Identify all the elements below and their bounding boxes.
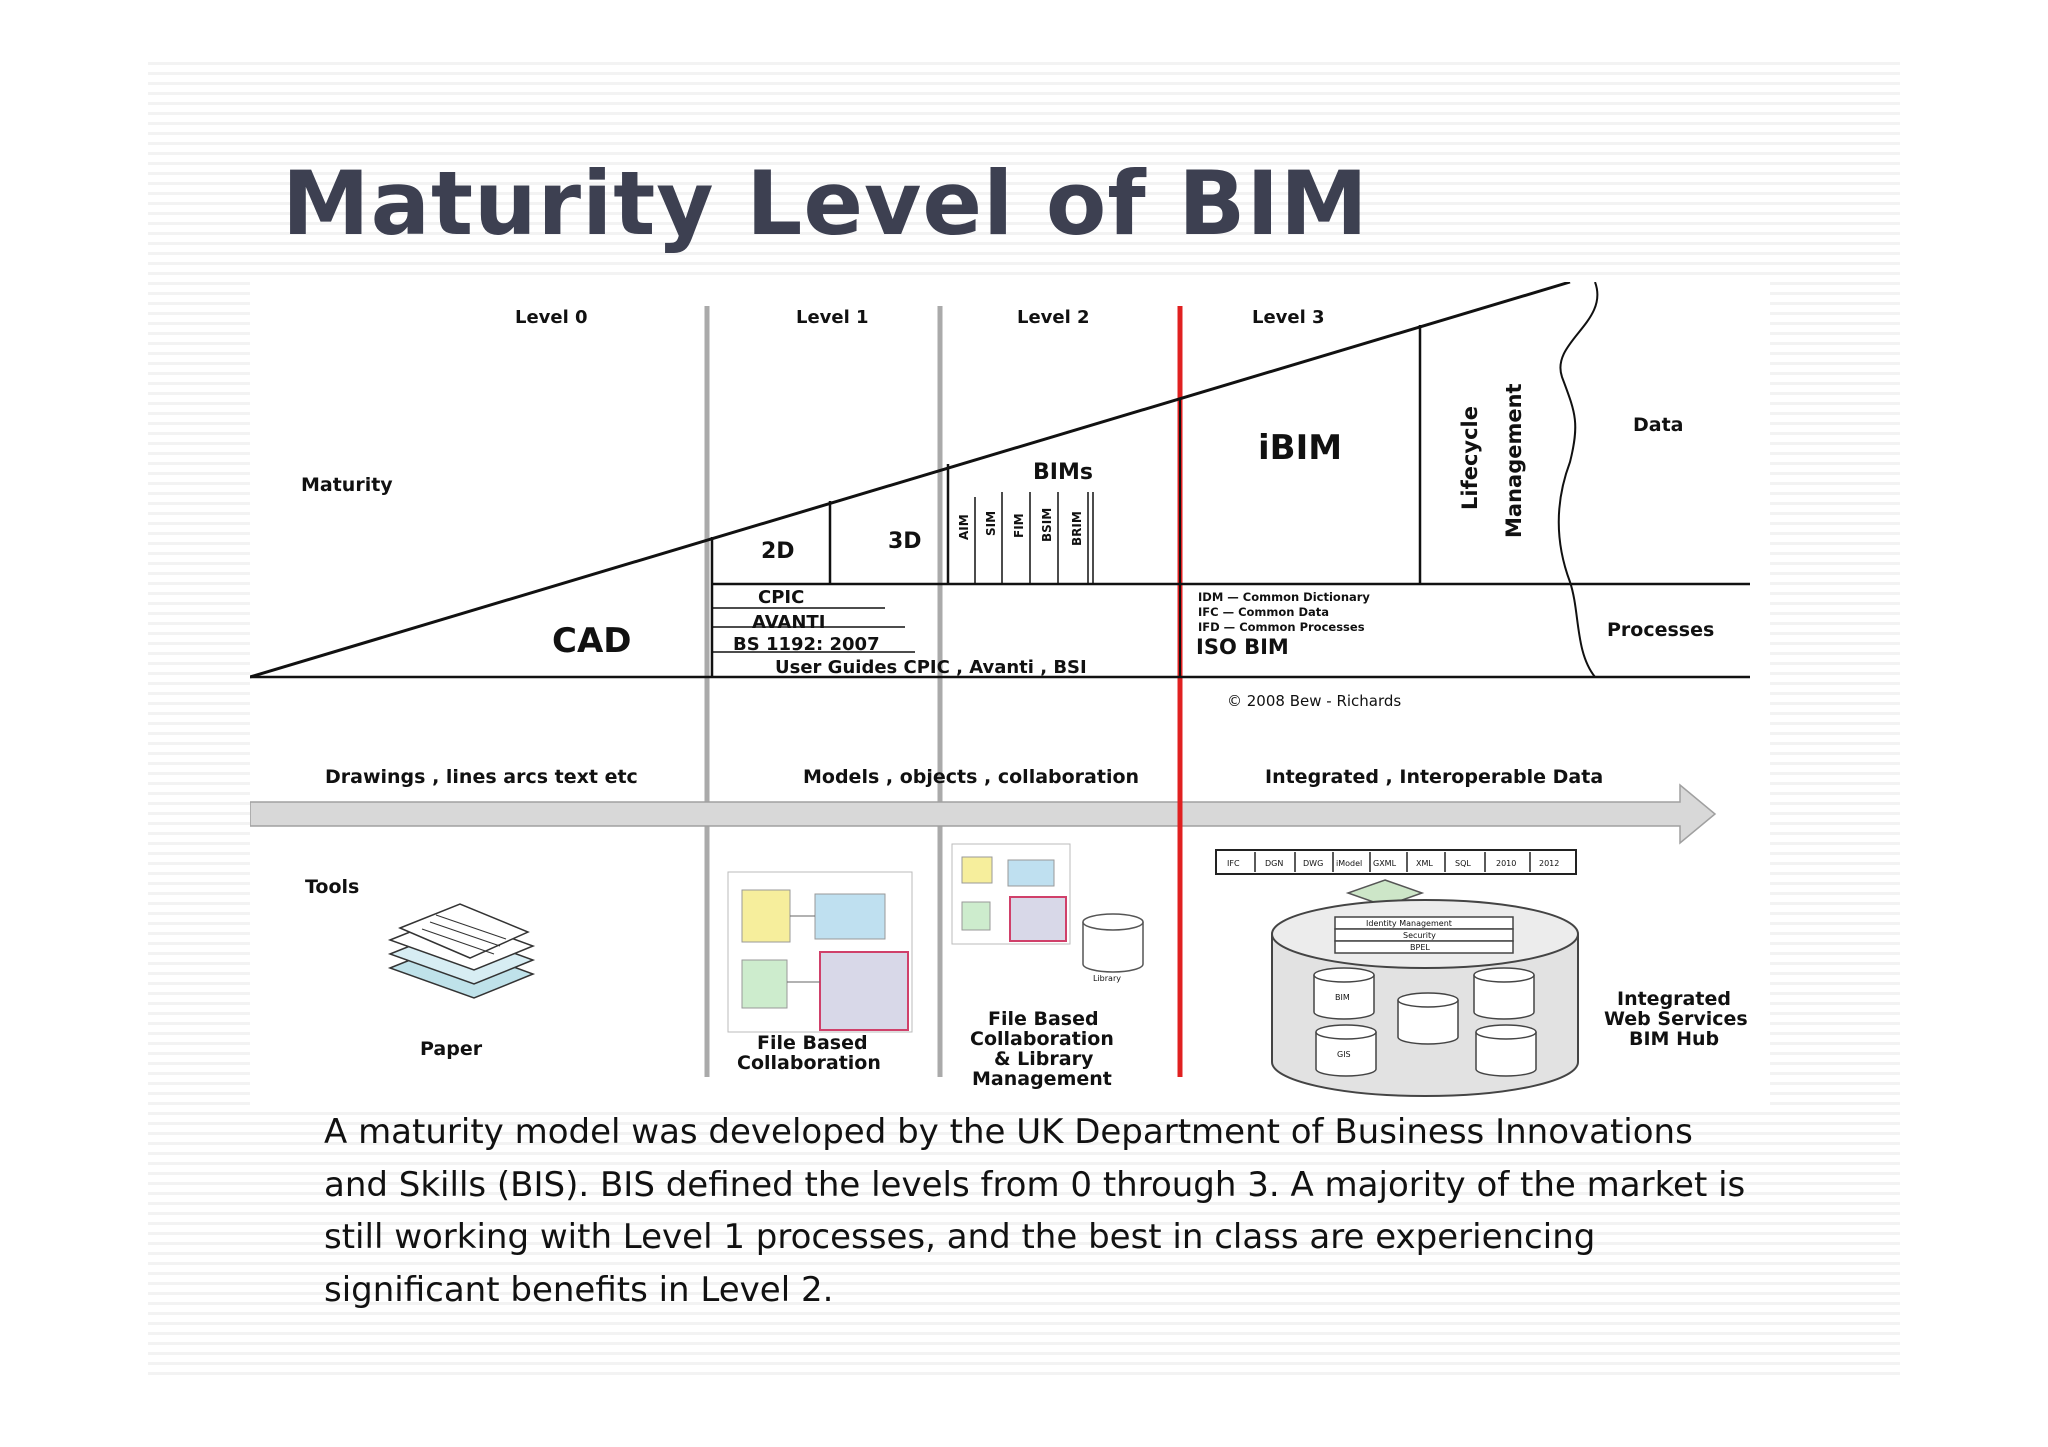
arrow-label-integrated: Integrated , Interoperable Data (1265, 766, 1603, 788)
format-2010: 2010 (1496, 859, 1516, 868)
bim-type-brim: BRIM (1070, 511, 1084, 546)
standard-ifd: IFD — Common Processes (1198, 620, 1365, 634)
library-label: Library (1093, 974, 1121, 983)
stage-2d: 2D (761, 539, 795, 564)
caption-line-2: and Skills (BIS). BIS defined the levels… (324, 1164, 1746, 1205)
file-collaboration-thumbnail (727, 871, 913, 1033)
standard-idm: IDM — Common Dictionary (1198, 590, 1370, 604)
file-library-line-1: File Based (988, 1008, 1099, 1030)
hub-db-bim: BIM (1335, 993, 1350, 1002)
iso-bim: ISO BIM (1196, 635, 1289, 659)
format-dgn: DGN (1265, 859, 1283, 868)
slide-title: Maturity Level of BIM (282, 152, 1369, 255)
maturity-label: Maturity (301, 474, 393, 496)
bim-maturity-diagram: Level 0 Level 1 Level 2 Level 3 Maturity… (250, 282, 1770, 1107)
hub-label-line-3: BIM Hub (1629, 1028, 1719, 1050)
hub-db-gis: GIS (1337, 1050, 1351, 1059)
format-xml: XML (1416, 859, 1433, 868)
stage-3d: 3D (888, 529, 922, 554)
file-library-line-2: Collaboration (970, 1028, 1114, 1050)
tools-label: Tools (305, 876, 359, 898)
caption-line-1: A maturity model was developed by the UK… (324, 1112, 1693, 1152)
hub-layer-bpel: BPEL (1410, 943, 1430, 952)
format-gxml: GXML (1373, 859, 1397, 868)
file-library-line-4: Management (972, 1068, 1112, 1090)
bim-type-aim: AIM (957, 514, 971, 540)
data-label: Data (1633, 414, 1684, 436)
format-bar (1215, 849, 1577, 875)
copyright: © 2008 Bew - Richards (1227, 692, 1401, 710)
processes-label: Processes (1607, 619, 1714, 641)
caption: A maturity model was developed by the UK… (324, 1106, 1784, 1316)
stage-bims: BIMs (1033, 460, 1093, 485)
paper-label: Paper (420, 1038, 483, 1060)
bim-type-fim: FIM (1012, 513, 1026, 538)
standard-user-guides: User Guides CPIC , Avanti , BSI (775, 657, 1087, 678)
caption-line-3: still working with Level 1 processes, an… (324, 1217, 1596, 1257)
level-label-0: Level 0 (515, 307, 588, 328)
format-dwg: DWG (1303, 859, 1323, 868)
caption-line-4: significant benefits in Level 2. (324, 1269, 834, 1310)
standard-ifc: IFC — Common Data (1198, 605, 1329, 619)
standard-bs1192: BS 1192: 2007 (733, 634, 880, 655)
hub-layer-identity: Identity Management (1366, 919, 1452, 928)
hub-layer-security: Security (1403, 931, 1436, 940)
level-label-1: Level 1 (796, 307, 869, 328)
cad-label: CAD (552, 621, 632, 661)
file-collab-line-2: Collaboration (737, 1052, 881, 1074)
format-ifc: IFC (1227, 859, 1240, 868)
library-collaboration-thumbnail (951, 843, 1071, 945)
file-collab-line-1: File Based (757, 1032, 868, 1054)
paper-stack-icon (387, 903, 536, 999)
file-library-line-3: & Library (994, 1048, 1094, 1070)
level-label-3: Level 3 (1252, 307, 1325, 328)
bim-type-bsim: BSIM (1040, 508, 1054, 542)
level-label-2: Level 2 (1017, 307, 1090, 328)
arrow-label-models: Models , objects , collaboration (803, 766, 1139, 788)
stage-ibim: iBIM (1258, 428, 1342, 468)
hub-label-line-1: Integrated (1617, 988, 1731, 1010)
maturity-wedge (250, 282, 1750, 679)
standard-cpic: CPIC (758, 587, 804, 608)
arrow-label-drawings: Drawings , lines arcs text etc (325, 766, 638, 788)
hub-label-line-2: Web Services (1604, 1008, 1748, 1030)
management-label: Management (1502, 383, 1526, 538)
bim-type-sim: SIM (984, 511, 998, 536)
format-imodel: iModel (1336, 859, 1362, 868)
lifecycle-label: Lifecycle (1458, 406, 1482, 510)
standard-avanti: AVANTI (752, 612, 825, 633)
hub-database-icons (1313, 967, 1537, 1077)
format-2012: 2012 (1539, 859, 1559, 868)
timeline-arrow (250, 783, 1717, 845)
library-database-icon (1082, 913, 1144, 973)
format-sql: SQL (1455, 859, 1471, 868)
